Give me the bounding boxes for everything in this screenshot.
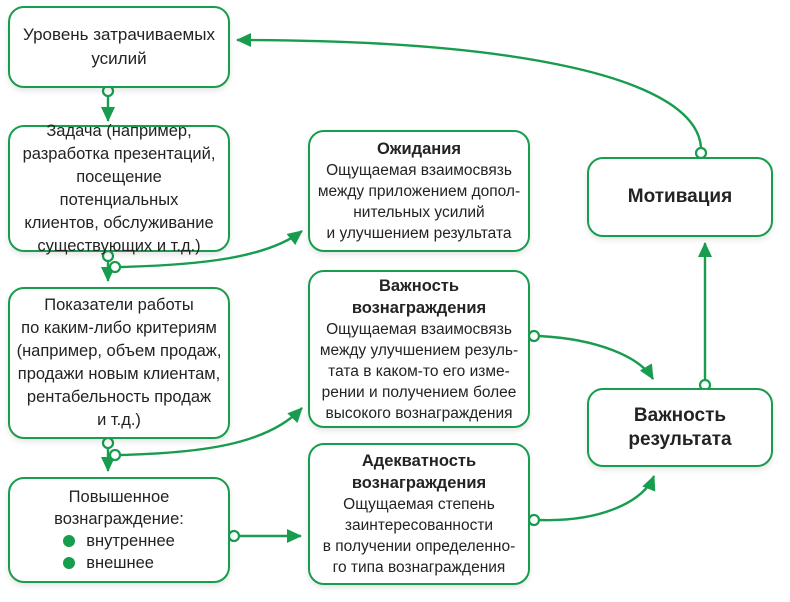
junction-importance-right — [527, 329, 541, 343]
node-effort-level-text: Уровень затрачиваемых усилий — [23, 25, 215, 68]
bullet-dot-icon — [63, 557, 76, 569]
bullet-dot-icon — [63, 535, 76, 547]
node-result-importance-title: Важность результата — [628, 404, 732, 450]
bullet-item-internal-label: внутреннее — [86, 532, 175, 550]
bullet-item-external: внешнее — [63, 552, 175, 574]
node-reward-importance-body: Ощущаемая взаимосвязь между улучшением р… — [319, 320, 519, 422]
arrow-adequacy-to-result — [538, 475, 656, 522]
junction-indicators-branch — [108, 448, 122, 462]
node-reward-adequacy-title: Адекватность вознаграждения — [351, 452, 487, 492]
node-expectations: Ожидания Ощущаемая взаимосвязь между при… — [308, 130, 530, 252]
junction-adequacy-right — [527, 513, 541, 527]
junction-task-branch — [108, 260, 122, 274]
node-effort-level: Уровень затрачиваемых усилий — [8, 6, 230, 88]
node-expectations-title: Ожидания — [376, 140, 462, 158]
node-reward-adequacy: Адекватность вознаграждения Ощущаемая ст… — [308, 443, 530, 585]
node-motivation-title: Мотивация — [627, 186, 733, 207]
node-work-indicators: Показатели работы по каким-либо критерия… — [8, 287, 230, 439]
node-reward-adequacy-body: Ощущаемая степень заинтересованности в п… — [322, 496, 516, 576]
raised-reward-bullet-list: внутреннее внешнее — [63, 530, 175, 574]
node-result-importance: Важность результата — [587, 388, 773, 467]
node-work-indicators-text: Показатели работы по каким-либо критерия… — [16, 296, 222, 429]
node-expectations-body: Ощущаемая взаимосвязь между приложением … — [317, 162, 521, 242]
bullet-item-internal: внутреннее — [63, 530, 175, 552]
node-raised-reward: Повышенное вознаграждение: внутреннее вн… — [8, 477, 230, 583]
bullet-item-external-label: внешнее — [86, 554, 154, 572]
node-task-text: Задача (например, разработка презентаций… — [22, 121, 216, 255]
junction-indicators-bottom — [101, 436, 115, 450]
node-raised-reward-text: Повышенное вознаграждение: — [54, 488, 184, 528]
junction-reward-right — [227, 529, 241, 543]
node-reward-importance-title: Важность вознаграждения — [351, 276, 487, 317]
arrow-importance-to-result — [538, 334, 655, 380]
node-task: Задача (например, разработка презентаций… — [8, 122, 230, 255]
node-reward-importance: Важность вознаграждения Ощущаемая взаимо… — [308, 270, 530, 428]
node-motivation: Мотивация — [587, 157, 773, 237]
